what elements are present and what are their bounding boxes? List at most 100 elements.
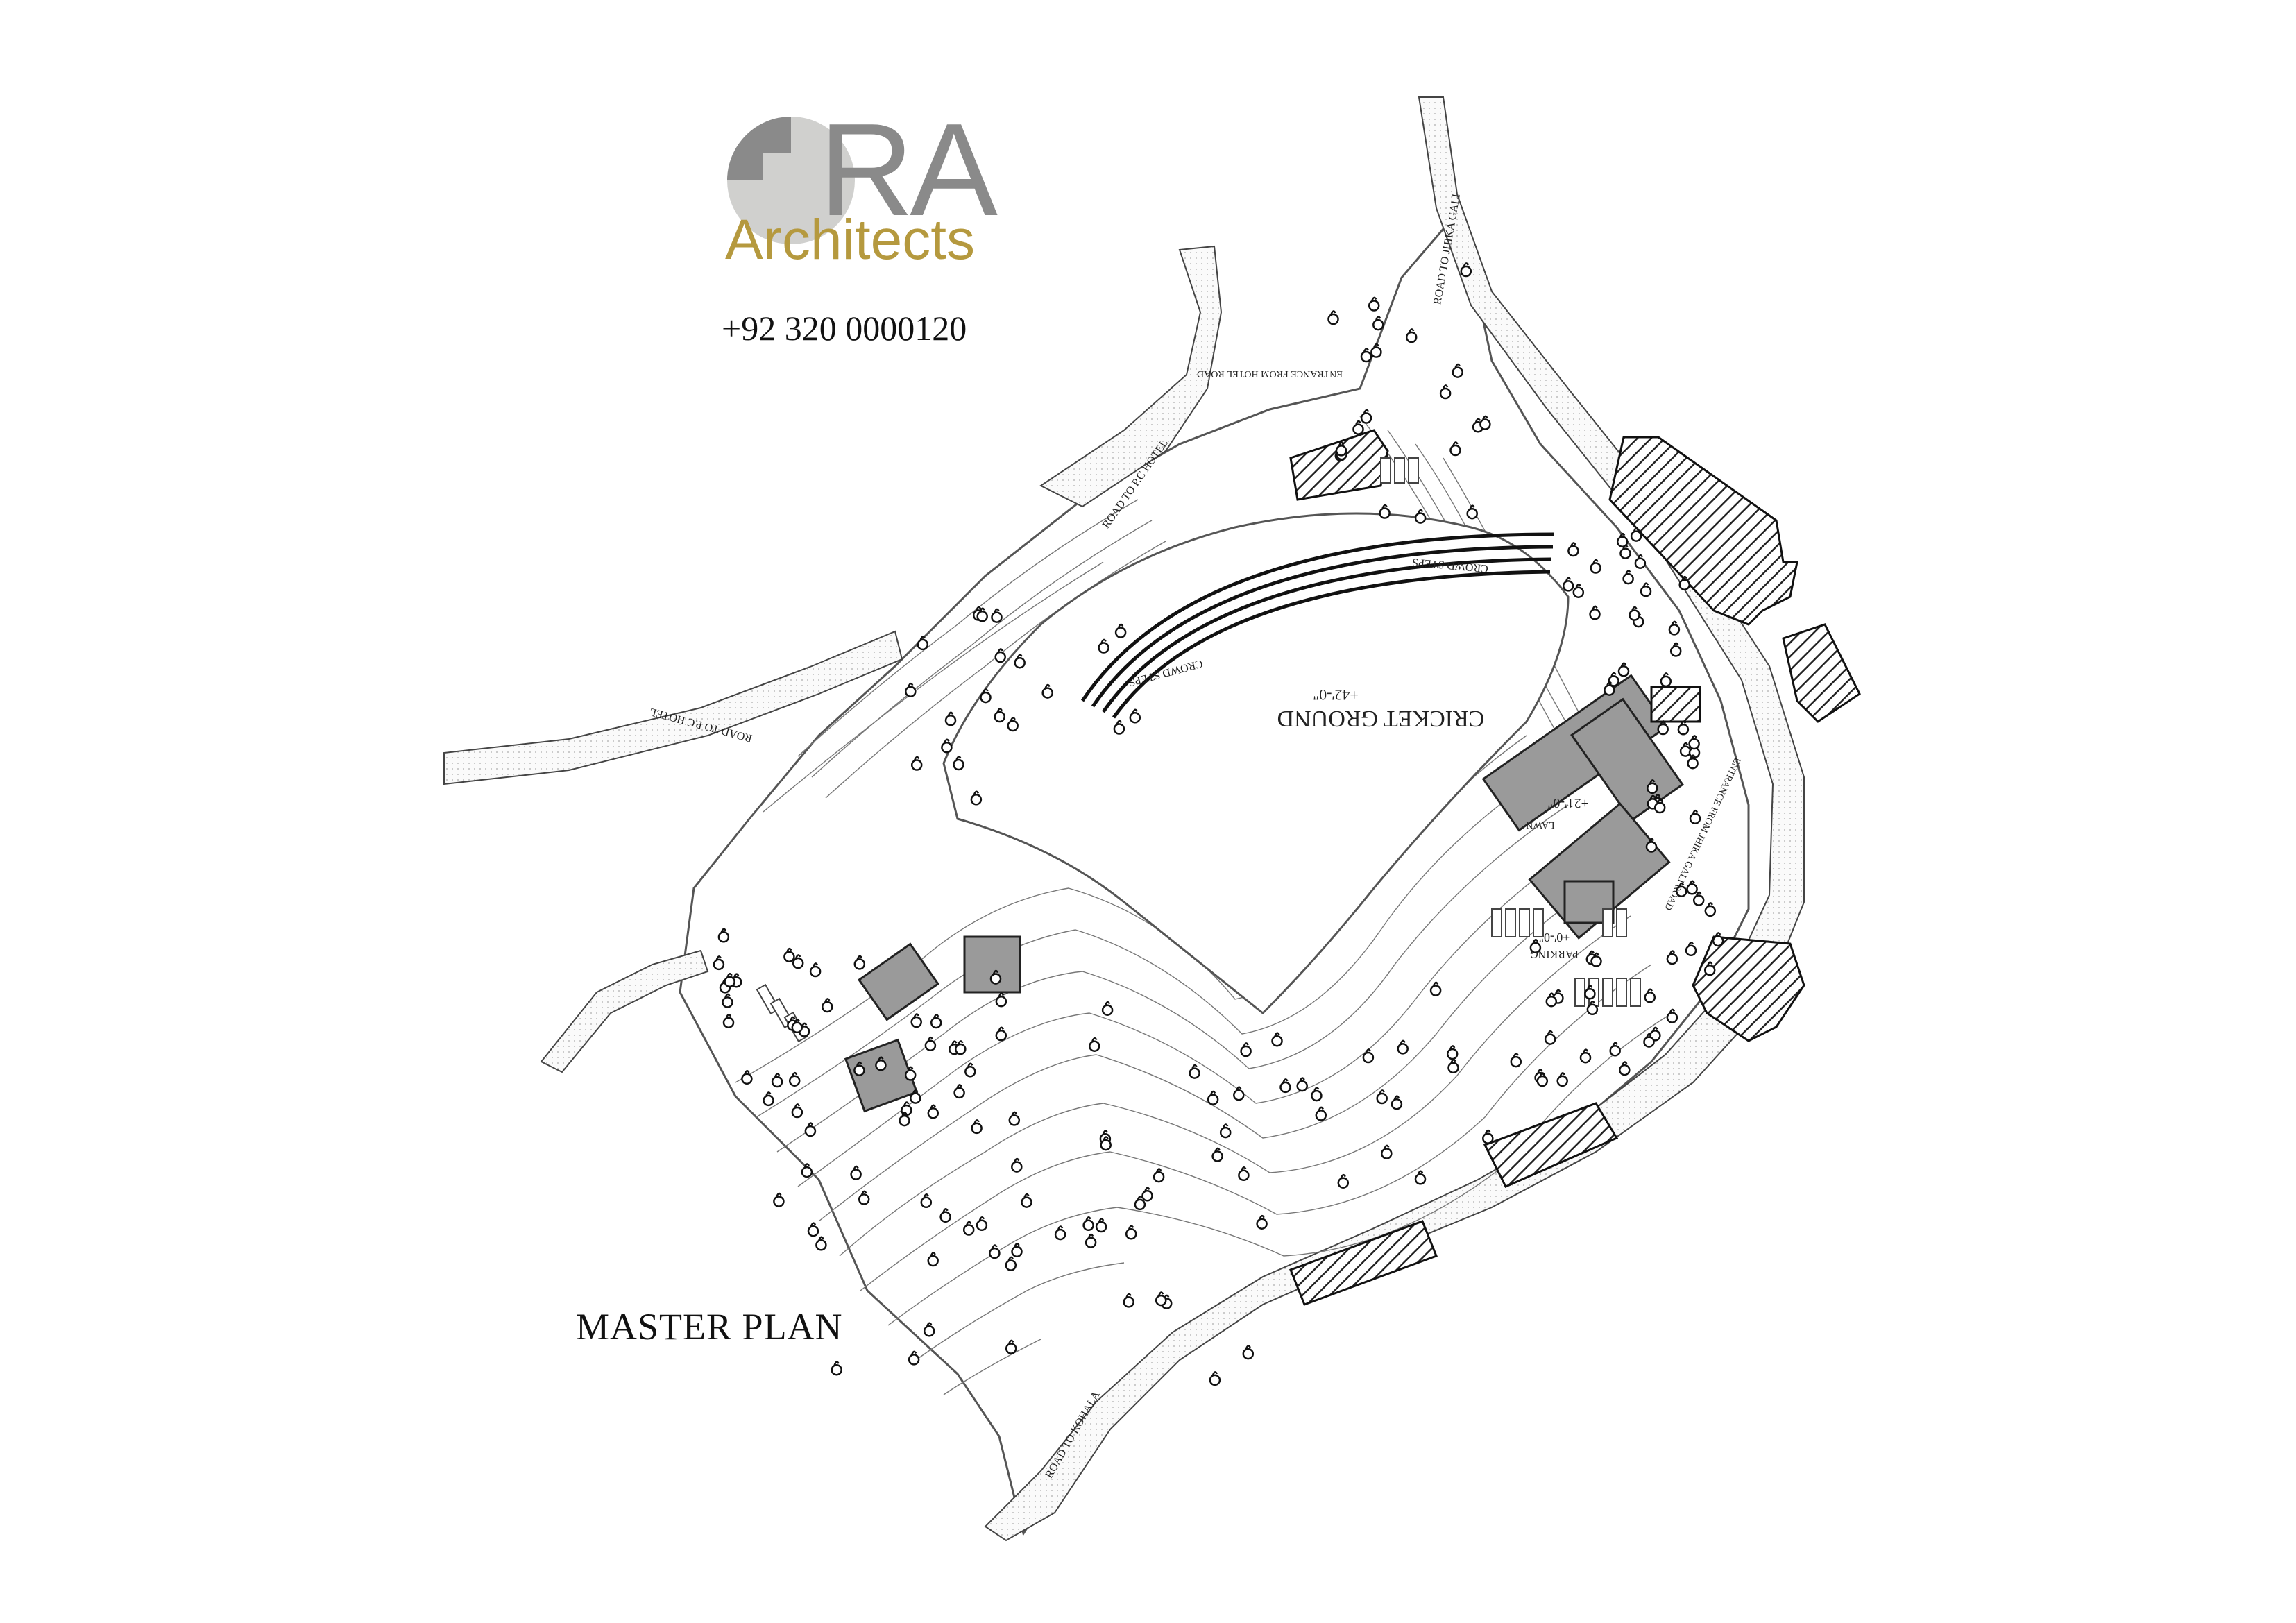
tree-stem — [1128, 1225, 1134, 1230]
tree-stem — [1642, 582, 1649, 587]
tree-stem — [1223, 1123, 1229, 1128]
tree-icon — [1219, 1126, 1232, 1139]
tree-stem — [979, 607, 985, 612]
tree-icon — [773, 1196, 785, 1207]
tree-stem — [1355, 420, 1361, 425]
tree-stem — [923, 1193, 929, 1198]
neighbour-building-south-2 — [1289, 1220, 1438, 1306]
tree-stem — [956, 1084, 962, 1089]
tree-stem — [1014, 1243, 1020, 1248]
tree-icon — [1643, 1036, 1655, 1048]
tree-stem — [1593, 952, 1599, 957]
tree-stem — [1652, 1026, 1658, 1031]
tree-stem — [1243, 1042, 1249, 1047]
tree-stem — [1209, 1090, 1216, 1096]
tree-stem — [1680, 720, 1687, 725]
tree-stem — [1671, 620, 1678, 625]
tree-stem — [973, 790, 980, 795]
tree-stem — [724, 993, 731, 998]
road-to-kohala — [540, 949, 709, 1073]
tree-icon — [1397, 1043, 1409, 1055]
tree-icon — [1429, 985, 1442, 996]
tree-icon — [1376, 1092, 1388, 1105]
tree-icon — [1155, 1294, 1167, 1307]
tree-stem — [908, 1066, 914, 1071]
tree-icon — [792, 957, 804, 969]
tree-stem — [1582, 1048, 1589, 1053]
tree-stem — [1400, 1039, 1406, 1044]
tree-icon — [980, 691, 992, 704]
cricket-ground-boundary — [942, 512, 1570, 1015]
tree-stem — [856, 1061, 862, 1067]
tree-stem — [1620, 662, 1627, 667]
neighbour-building-north — [1289, 429, 1389, 501]
tree-stem — [1606, 681, 1613, 686]
tree-icon — [944, 715, 957, 726]
tree-icon — [991, 611, 1003, 623]
tree-stem — [942, 1208, 949, 1213]
tree-icon — [904, 1069, 917, 1081]
tree-stem — [901, 1112, 908, 1116]
tree-icon — [1100, 1139, 1112, 1151]
tree-stem — [1691, 735, 1697, 740]
tree-stem — [908, 682, 914, 688]
tree-icon — [791, 1106, 803, 1119]
tree-stem — [1259, 1214, 1265, 1220]
tree-stem — [913, 1013, 919, 1018]
tree-stem — [1559, 1072, 1565, 1077]
cottage-2 — [963, 935, 1021, 994]
tree-icon — [964, 1066, 976, 1078]
tree-icon — [1296, 1080, 1308, 1092]
tree-icon — [1609, 1045, 1621, 1057]
tree-icon — [1240, 1045, 1252, 1057]
tree-stem — [1660, 720, 1666, 725]
tree-icon — [763, 1094, 774, 1107]
tree-stem — [994, 608, 1000, 613]
tree-icon — [1335, 445, 1347, 457]
tree-icon — [1129, 712, 1141, 724]
tree-stem — [1373, 343, 1379, 348]
tree-icon — [1360, 350, 1372, 363]
tree-stem — [720, 928, 727, 933]
tree-stem — [833, 1361, 840, 1366]
tree-stem — [1379, 1089, 1385, 1094]
tree-stem — [1417, 509, 1424, 514]
contact-phone: +92 320 0000120 — [722, 309, 967, 348]
tree-stem — [951, 1040, 958, 1045]
tree-icon — [1545, 995, 1558, 1008]
tree-icon — [1381, 1148, 1393, 1159]
tree-stem — [930, 1252, 936, 1257]
tree-stem — [1539, 1072, 1545, 1077]
tree-icon — [1686, 883, 1698, 895]
tree-stem — [1619, 532, 1626, 538]
tree-stem — [1085, 1216, 1091, 1221]
tree-icon — [1452, 366, 1463, 378]
tree-icon — [1256, 1218, 1268, 1230]
tree-icon — [1460, 265, 1472, 278]
tree-icon — [971, 1122, 983, 1135]
tree-stem — [1678, 882, 1685, 887]
tree-icon — [989, 1247, 1001, 1259]
tree-stem — [776, 1192, 782, 1197]
tree-icon — [927, 1107, 939, 1119]
tree-stem — [903, 1101, 910, 1106]
tree-stem — [1091, 1037, 1098, 1042]
tree-icon — [722, 996, 733, 1008]
tree-stem — [765, 1091, 772, 1096]
tree-icon — [1660, 675, 1672, 688]
tree-icon — [1572, 586, 1585, 598]
tree-icon — [1634, 557, 1647, 569]
tree-stem — [998, 992, 1005, 997]
drawing-title: MASTER PLAN — [576, 1306, 843, 1348]
tree-stem — [1555, 989, 1561, 994]
tree-icon — [1311, 1089, 1323, 1102]
tree-icon — [1271, 1035, 1283, 1047]
tree-icon — [1011, 1161, 1023, 1173]
tree-icon — [927, 1255, 939, 1267]
tree-stem — [861, 1190, 867, 1195]
tree-icon — [1352, 423, 1364, 435]
tree-icon — [1677, 724, 1690, 736]
tree-stem — [1715, 932, 1721, 937]
tree-icon — [989, 973, 1002, 985]
tree-stem — [1687, 942, 1694, 946]
